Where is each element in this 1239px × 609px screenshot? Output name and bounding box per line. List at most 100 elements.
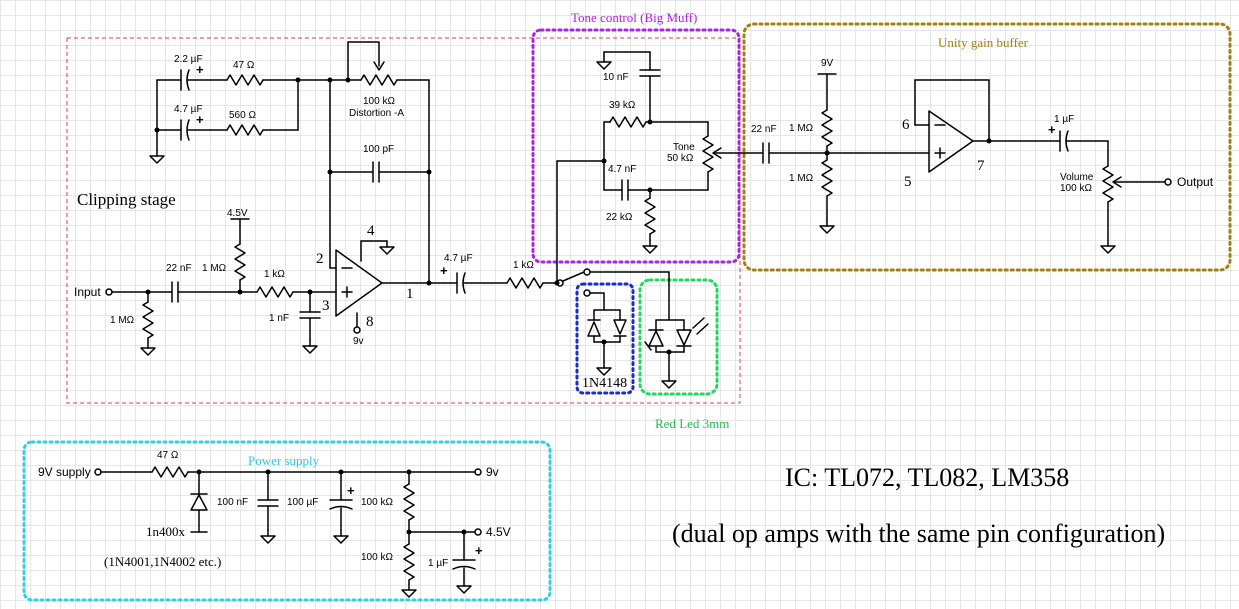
unity-gain-buffer-box <box>742 22 1232 272</box>
svg-text:1 µF: 1 µF <box>428 558 448 569</box>
divider-res-bottom <box>403 543 415 581</box>
cap-1nf <box>299 311 321 319</box>
svg-text:3: 3 <box>322 298 330 314</box>
svg-text:1 MΩ: 1 MΩ <box>789 173 814 184</box>
input-terminal <box>105 288 113 296</box>
input-capacitor <box>171 281 179 303</box>
diode-box-label: 1N4148 <box>582 376 627 391</box>
power-supply-box <box>22 440 552 602</box>
svg-text:4.5V: 4.5V <box>486 525 511 539</box>
svg-text:560 Ω: 560 Ω <box>229 110 256 121</box>
svg-text:5: 5 <box>904 174 912 190</box>
svg-text:9V supply: 9V supply <box>38 465 91 479</box>
svg-text:1 kΩ: 1 kΩ <box>513 260 534 271</box>
svg-text:6: 6 <box>902 117 910 133</box>
svg-text:4.7 nF: 4.7 nF <box>608 164 636 175</box>
led-pair <box>644 317 709 389</box>
buffer-title: Unity gain buffer <box>938 35 1029 50</box>
svg-text:22 nF: 22 nF <box>166 263 192 274</box>
tone-res-39k <box>609 116 647 128</box>
ground-icon <box>140 341 156 356</box>
led-box <box>638 278 719 396</box>
svg-text:22 kΩ: 22 kΩ <box>606 212 633 223</box>
svg-text:22 nF: 22 nF <box>751 124 777 135</box>
ic-note: IC: TL072, TL082, LM358 <box>785 463 1069 492</box>
divider-res-top <box>403 483 415 521</box>
svg-text:100 kΩ: 100 kΩ <box>361 497 393 508</box>
tone-res-22k <box>644 197 656 235</box>
svg-text:+: + <box>440 263 448 278</box>
tone-pot <box>702 135 714 173</box>
svg-text:1: 1 <box>406 286 414 302</box>
output-terminal <box>1164 178 1172 186</box>
svg-text:1 MΩ: 1 MΩ <box>110 315 135 326</box>
op-amp-2 <box>928 110 974 173</box>
res-1k-tone <box>506 277 544 289</box>
svg-text:Output: Output <box>1177 175 1214 189</box>
svg-text:100 kΩ: 100 kΩ <box>1060 183 1092 194</box>
supply-cap-100nf <box>257 499 279 507</box>
svg-text:100 pF: 100 pF <box>363 144 394 155</box>
buffer-input-cap <box>762 142 770 164</box>
svg-text:47 Ω: 47 Ω <box>233 60 255 71</box>
svg-text:(1N4001,1N4002 etc.): (1N4001,1N4002 etc.) <box>104 554 221 569</box>
op-amp-1 <box>335 249 383 317</box>
supply-terminal <box>94 468 102 476</box>
led-box-label: Red Led 3mm <box>655 416 729 431</box>
svg-text:1 µF: 1 µF <box>1054 114 1074 125</box>
svg-text:4.7 µF: 4.7 µF <box>174 104 203 115</box>
svg-text:1n400x: 1n400x <box>146 524 186 539</box>
res-560 <box>226 124 264 136</box>
diode-pair-1n4148 <box>587 309 627 376</box>
clipping-stage-title: Clipping stage <box>77 190 176 209</box>
svg-text:Distortion -A: Distortion -A <box>349 108 404 119</box>
svg-text:9v: 9v <box>486 465 499 479</box>
series-resistor-1k <box>256 286 294 298</box>
svg-text:100 nF: 100 nF <box>217 497 248 508</box>
bias-resistor <box>234 243 246 281</box>
svg-text:+: + <box>475 543 483 558</box>
power-supply-title: Power supply <box>248 453 320 468</box>
svg-text:Input: Input <box>74 285 101 299</box>
diode-box <box>575 282 635 395</box>
svg-text:4.5V: 4.5V <box>227 208 248 219</box>
svg-text:1 nF: 1 nF <box>269 313 289 324</box>
svg-text:100 kΩ: 100 kΩ <box>363 96 395 107</box>
svg-text:+: + <box>196 112 204 127</box>
tone-cap-4-7nf <box>621 179 629 201</box>
svg-text:+: + <box>1048 122 1056 137</box>
input-resistor <box>142 301 154 339</box>
svg-text:1 MΩ: 1 MΩ <box>789 123 814 134</box>
svg-text:39 kΩ: 39 kΩ <box>609 100 636 111</box>
tone-cap-10nf <box>639 69 661 77</box>
svg-text:1 kΩ: 1 kΩ <box>264 269 285 280</box>
svg-text:50 kΩ: 50 kΩ <box>667 153 694 164</box>
svg-text:100 kΩ: 100 kΩ <box>361 552 393 563</box>
svg-text:4: 4 <box>367 223 375 239</box>
tone-control-box <box>531 28 741 264</box>
svg-text:9v: 9v <box>353 336 364 347</box>
distortion-pot <box>360 74 398 86</box>
svg-text:Volume: Volume <box>1060 172 1094 183</box>
svg-text:100 µF: 100 µF <box>287 497 318 508</box>
svg-text:Tone: Tone <box>673 142 695 153</box>
svg-text:10 nF: 10 nF <box>603 72 629 83</box>
svg-text:+: + <box>347 483 355 498</box>
svg-text:8: 8 <box>366 314 374 330</box>
buffer-res-bottom <box>821 159 833 197</box>
svg-text:2.2 µF: 2.2 µF <box>174 54 203 65</box>
svg-text:9V: 9V <box>821 58 834 69</box>
supply-res-47 <box>151 466 189 478</box>
svg-text:4.7 µF: 4.7 µF <box>444 253 473 264</box>
svg-text:47 Ω: 47 Ω <box>157 450 179 461</box>
svg-text:1 MΩ: 1 MΩ <box>202 263 227 274</box>
svg-text:7: 7 <box>977 158 985 174</box>
res-47 <box>226 74 264 86</box>
svg-text:2: 2 <box>316 251 324 267</box>
svg-text:+: + <box>196 62 204 77</box>
ic-note-detail: (dual op amps with the same pin configur… <box>672 519 1165 548</box>
volume-pot <box>1102 165 1114 203</box>
buffer-res-top <box>821 109 833 147</box>
